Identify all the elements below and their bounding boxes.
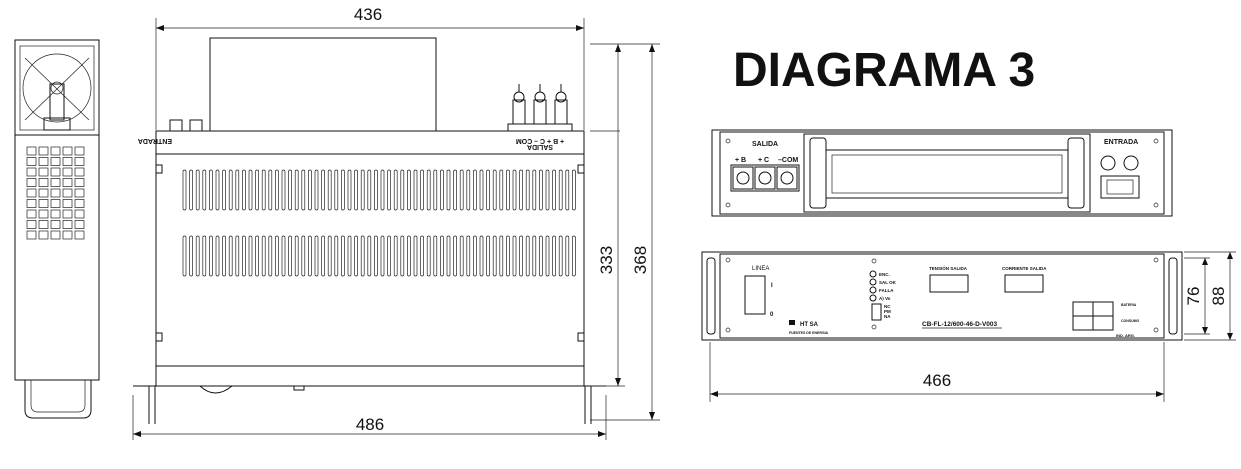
vent-slots-upper — [182, 169, 576, 211]
handle — [24, 380, 92, 419]
diagram-title: DIAGRAMA 3 — [733, 44, 1035, 97]
led-falla: FALLA — [879, 288, 894, 293]
rear-handle-right — [1168, 257, 1178, 335]
switch-off: 0 — [770, 312, 774, 318]
fuse-holder-1 — [1100, 155, 1116, 171]
switch-on: I — [771, 283, 773, 289]
nc-label: NC — [884, 304, 891, 309]
rear-linea-label: LINEA — [752, 266, 769, 272]
vent-grid — [26, 146, 85, 240]
led-salok-icon — [869, 278, 877, 286]
front-terminal-b: + B — [735, 157, 746, 164]
front-panel: SALIDA + B + C –COM ENTRADA — [711, 129, 1173, 217]
entrada-label-side: ENTRADA — [138, 137, 172, 144]
dim-rear-height-inner: 76 — [1184, 287, 1203, 306]
terminal-b-socket — [732, 166, 754, 190]
dim-rear-height-outer: 88 — [1209, 287, 1228, 306]
voltage-meter — [929, 274, 969, 293]
dim-top-width: 436 — [354, 5, 382, 24]
brand-name: HT SA — [800, 322, 819, 328]
current-meter — [1004, 274, 1044, 293]
side-body — [14, 134, 100, 381]
iec-inlet — [1100, 175, 1140, 199]
model-number: CB-FL-12/600-46-D-V003 — [922, 321, 998, 328]
brand-sub: FUENTES DE ENERGIA — [789, 331, 829, 335]
terminal-com-socket — [776, 166, 798, 190]
bateria-label: BATERIA — [1121, 303, 1137, 307]
led-enc-icon — [869, 270, 877, 278]
line-switch — [744, 275, 766, 315]
front-display-area — [803, 133, 1091, 213]
led-avo: A) Vo — [879, 296, 891, 301]
vent-slots-lower — [182, 235, 576, 277]
tension-label: TENSIÓN SALIDA — [929, 264, 968, 271]
terminal-labels-side: + B + C – COM — [516, 137, 564, 144]
front-salida-label: SALIDA — [752, 141, 778, 148]
corriente-label: CORRIENTE SALIDA — [1002, 266, 1047, 271]
dim-rear-width: 466 — [923, 371, 951, 390]
led-enc: ENC. — [879, 272, 890, 277]
salida-terminals-top — [507, 84, 573, 132]
relay-terminal — [871, 303, 882, 321]
front-terminal-com: –COM — [778, 157, 798, 164]
fuse-holder-2 — [1123, 155, 1139, 171]
na-label: NA — [884, 314, 891, 319]
dim-bottom-width: 486 — [356, 415, 384, 434]
front-entrada-label: ENTRADA — [1104, 139, 1138, 146]
consumo-label: CONSUMO — [1121, 319, 1140, 323]
ind-arg: IND. ARG. — [1116, 333, 1135, 338]
dim-height-outer: 368 — [631, 246, 650, 274]
led-salok: SAL OK — [879, 280, 897, 285]
pm-label: PM — [884, 309, 891, 314]
led-avo-icon — [869, 294, 877, 302]
top-view-unit: 436 ENTRADA + B + C – COM SALIDA — [132, 5, 660, 440]
side-view-unit — [14, 39, 100, 419]
dim-height-inner: 333 — [597, 246, 616, 274]
transformer-block — [209, 37, 437, 132]
front-terminal-c: + C — [758, 157, 769, 164]
rear-handle-left — [706, 257, 716, 335]
led-falla-icon — [869, 286, 877, 294]
fan-icon — [22, 53, 92, 123]
terminal-c-socket — [754, 166, 776, 190]
salida-label-side: SALIDA — [527, 143, 553, 150]
rear-panel: LINEA I 0 HT SA FUENTES DE ENERGIA ENC. … — [701, 251, 1236, 402]
